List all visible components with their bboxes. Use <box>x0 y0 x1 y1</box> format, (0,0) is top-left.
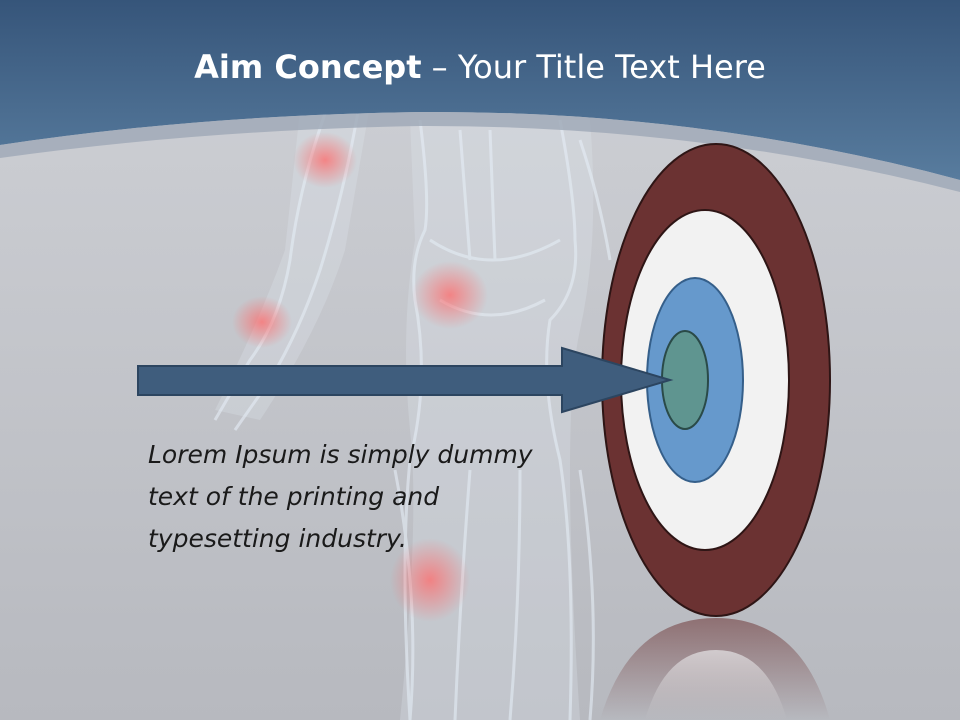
joint-highlights <box>232 132 488 622</box>
title-rest-text: – Your Title Text Here <box>431 48 766 86</box>
target-reflection <box>600 618 830 720</box>
arrow-shape <box>137 346 674 414</box>
header-band <box>0 0 960 180</box>
slide-title: Aim Concept – Your Title Text Here <box>0 48 960 86</box>
title-bold-text: Aim Concept <box>194 48 422 86</box>
header-band-edge <box>0 111 960 192</box>
target-bullseye <box>601 143 831 617</box>
body-text: Lorem Ipsum is simply dummy text of the … <box>148 440 533 553</box>
